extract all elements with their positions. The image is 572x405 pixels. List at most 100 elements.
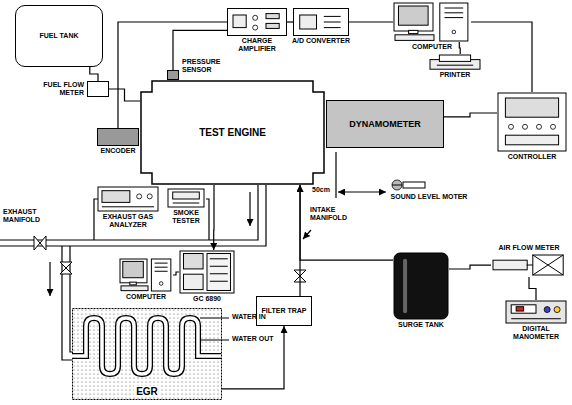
icon-part [505,135,558,145]
icon-part [123,261,144,277]
icon-part [137,194,142,199]
connector [222,326,284,389]
test-engine: TEST ENGINE [140,80,325,185]
icon-part [505,98,558,117]
smoke-tester: SMOKE TESTER [165,188,207,225]
node-label: DYNAMOMETER [349,119,421,129]
device-symbol [87,81,109,97]
filter-trap: FILTER TRAP [256,296,312,326]
connector [449,265,491,269]
icon-part [392,180,402,190]
fuel-tank: FUEL TANK [15,5,103,67]
icon-part [155,271,168,272]
connector [529,277,536,300]
icon-part [173,203,200,204]
icon-part [403,259,407,313]
icon-part [392,185,402,186]
icon-part [527,265,533,266]
icon-part [498,93,566,151]
device-icon [179,250,235,294]
flow-arrow [49,262,50,296]
icon-part [266,23,279,28]
device-icon [119,258,173,292]
cooling-coil [72,318,221,374]
cooler-body [73,309,222,400]
fuel-flow-meter: FUEL FLOW METER [27,78,109,100]
icon-part [210,266,228,267]
egr-cooler: EGR [72,308,222,400]
device-icon [505,300,567,324]
icon-part [151,259,170,291]
port-label: WATER OUT [232,335,273,343]
pipe-label: INTAKE MANIFOLD [310,206,350,222]
port-label: WATER IN [232,313,266,321]
connector [471,22,532,92]
icon-part [173,192,200,199]
connector [109,89,140,101]
icon-part [554,307,560,313]
node-label: DIGITAL MANOMETER [503,325,569,341]
node-label: FUEL FLOW METER [27,81,84,97]
icon-part [253,15,258,20]
computer: COMPUTER [118,258,174,301]
node-label: PRESSURE SENSOR [182,58,239,74]
icon-part [394,253,448,319]
device-icon [227,8,287,36]
icon-part [395,35,434,41]
device-icon [389,178,469,192]
air-flow-meter: AIR FLOW METER [490,244,568,277]
device-icon [167,188,205,208]
icon-part [120,259,147,283]
icon-part [210,258,228,259]
icon-part [444,12,463,13]
device-icon [497,92,567,152]
icon-part [437,65,473,66]
ad-converter: A/D CONVERTER [291,8,351,45]
device-icon [393,252,449,320]
digital-manometer: DIGITAL MANOMETER [503,300,569,341]
icon-part [544,307,550,313]
connector [300,185,393,260]
device-icon [293,8,349,36]
icon-part [102,206,154,207]
icon-part [183,274,203,289]
device-icon [97,186,159,212]
icon-part [130,282,136,285]
icon-part [324,16,341,17]
device-icon [97,128,139,146]
sound-level-meter: SOUND LEVEL MOTER [388,178,470,201]
dimension-label: 50cm [312,186,330,194]
dimension-line [338,191,386,192]
exhaust-gas-analyzer: EXHAUST GAS ANALYZER [95,186,161,229]
icon-part [444,8,463,9]
icon-part [523,124,528,129]
icon-part [121,286,148,291]
icon-part [444,17,463,18]
dimension-line [335,152,336,198]
leader-line [303,230,311,239]
node-label: CHARGE AMPLIFIER [225,37,289,53]
icon-part [511,305,536,313]
connector [287,21,293,22]
node-label: EGR [134,386,160,398]
printer: PRINTER [428,54,482,79]
icon-part [98,129,139,146]
dynamometer: DYNAMOMETER [326,100,444,148]
node-label: SURGE TANK [398,321,444,329]
icon-part [506,301,566,323]
flow-arrow [249,192,250,226]
valve-symbol [60,262,72,274]
computer: COMPUTER [392,2,472,51]
icon-part [493,260,527,270]
icon-part [155,267,168,268]
icon-part [210,281,228,282]
icon-part [155,263,168,264]
connector [444,113,497,117]
icon-part [324,27,341,28]
connector [349,21,393,22]
node-label: SOUND LEVEL MOTER [391,193,468,201]
node-label: CONTROLLER [508,153,557,161]
icon-part [509,124,514,129]
node-label: EXHAUST GAS ANALYZER [95,213,161,229]
node-label: GC 6890 [193,295,221,303]
